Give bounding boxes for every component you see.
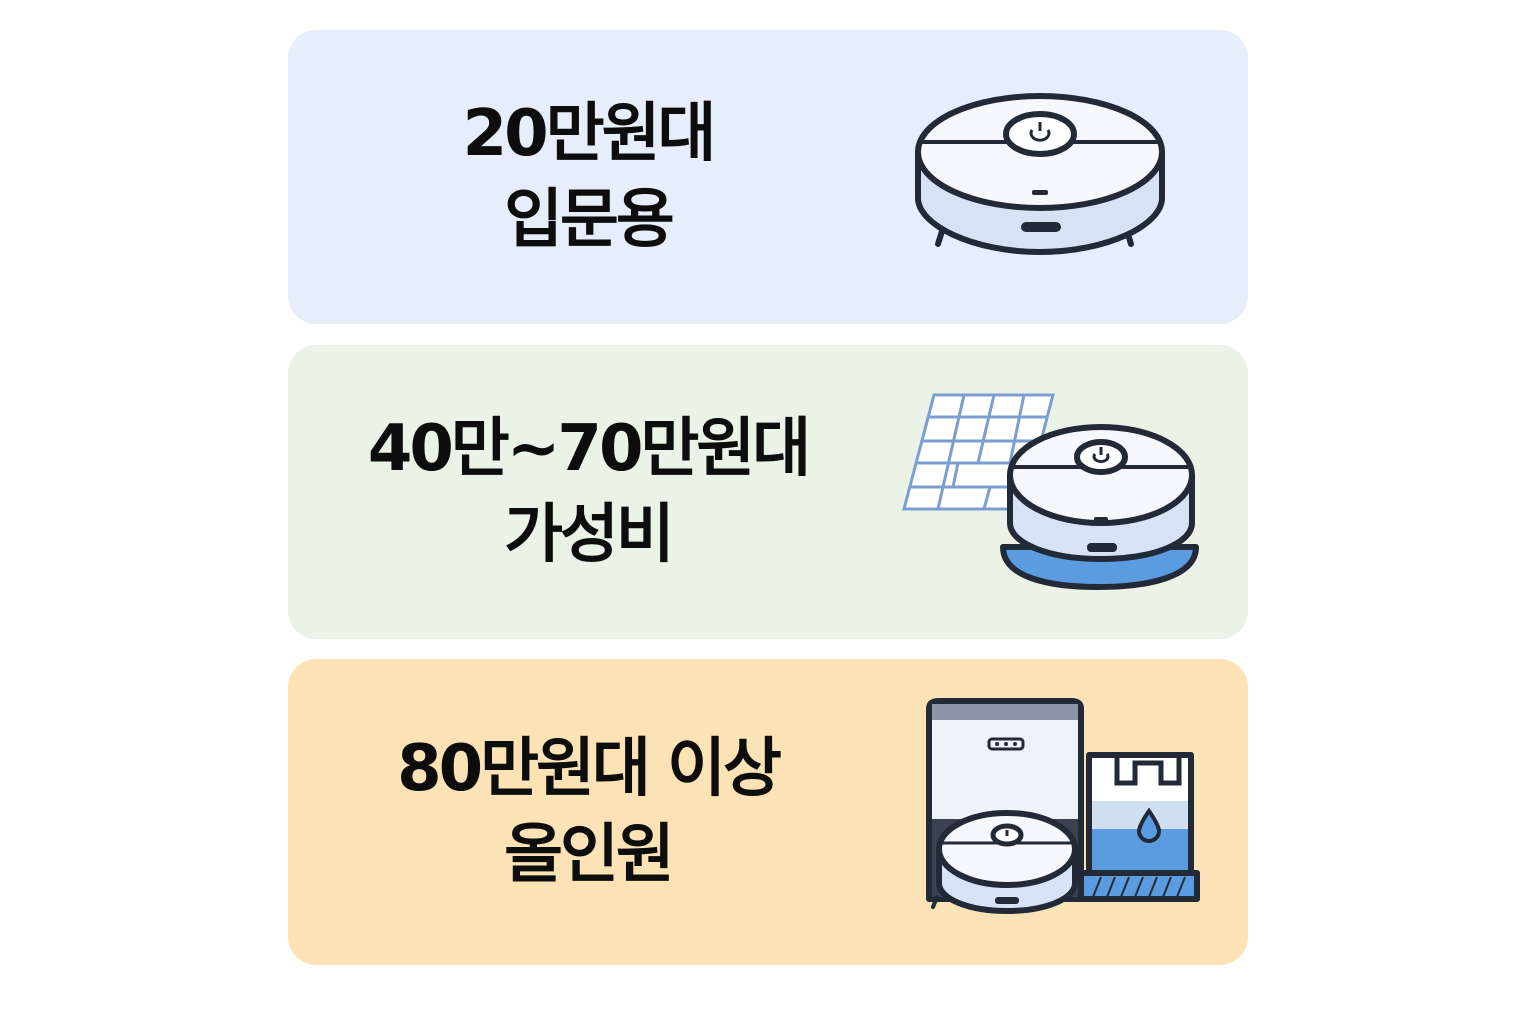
tier-label: 가성비 [504, 498, 675, 572]
tier-label: 올인원 [504, 818, 675, 892]
tier-text: 40만~70만원대 가성비 [328, 345, 848, 639]
tier-label: 입문용 [504, 183, 675, 257]
robot-vacuum-icon [915, 93, 1165, 255]
tier-text: 20만원대 입문용 [328, 30, 848, 324]
tier-card-allinone: 80만원대 이상 올인원 [288, 659, 1248, 965]
tier-card-entry: 20만원대 입문용 [288, 30, 1248, 324]
robot-vacuum-station-icon [926, 698, 1200, 914]
tier-card-value: 40만~70만원대 가성비 [288, 345, 1248, 639]
tier-text: 80만원대 이상 올인원 [328, 659, 848, 965]
tier-price: 40만~70만원대 [367, 412, 811, 486]
robot-vacuum-mop-map-icon [902, 393, 1199, 590]
tier-price: 80만원대 이상 [397, 732, 782, 806]
tier-price: 20만원대 [462, 97, 717, 171]
